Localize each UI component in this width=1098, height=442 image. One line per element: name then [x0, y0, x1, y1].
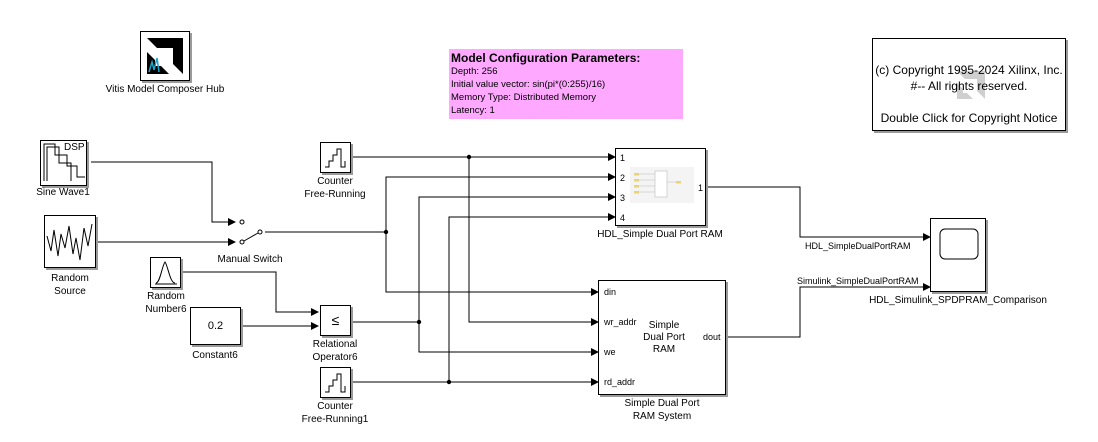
constant-value: 0.2	[207, 320, 224, 332]
wire-counter-to-wraddr	[468, 157, 599, 326]
random-signal-icon	[46, 223, 93, 261]
constant-label: Constant6	[192, 350, 238, 361]
junction-dot	[446, 379, 452, 385]
sys-port-rd-addr: rd_addr	[604, 377, 636, 387]
sine-dsp-icon	[43, 143, 85, 181]
random-number-icon	[155, 261, 177, 285]
hdl-subsystem-thumbnail-icon	[630, 167, 694, 203]
copyright-line-1: (c) Copyright 1995-2024 Xilinx, Inc.	[875, 63, 1063, 77]
config-row: Memory Type: Distributed Memory	[451, 92, 597, 103]
sys-ram-center-3: RAM	[652, 344, 676, 355]
sys-port-we: we	[604, 347, 616, 357]
junction-dot	[383, 229, 389, 235]
scope-screen-icon	[939, 228, 979, 260]
counter-1-label-2: Free-Running1	[301, 414, 369, 425]
constant-block[interactable]: 0.2	[190, 307, 241, 345]
counter-label-1: Counter	[317, 176, 353, 187]
hdl-ram-block[interactable]: 1 2 3 4 1	[615, 148, 706, 226]
wire-switch-to-hdl2	[385, 173, 616, 232]
sine-wave-block[interactable]: DSP	[40, 140, 87, 186]
wire-hdl-to-scope	[706, 186, 931, 241]
wire-sine-to-switch	[91, 161, 236, 226]
xilinx-watermark-icon	[957, 71, 985, 99]
wire-rel-to-we	[418, 322, 599, 356]
sine-dsp-text: DSP	[64, 142, 85, 153]
hdl-in-port-1: 1	[620, 153, 626, 163]
junction-dot	[416, 319, 422, 325]
sys-port-dout: dout	[703, 332, 721, 342]
sine-wave-label: Sine Wave1	[36, 187, 90, 198]
sys-port-wr-addr: wr_addr	[604, 317, 637, 327]
scope-label: HDL_Simulink_SPDPRAM_Comparison	[869, 295, 1047, 306]
manual-switch-icon	[239, 219, 263, 245]
sys-ram-block[interactable]: din wr_addr we rd_addr dout Simple Dual …	[598, 280, 726, 395]
random-source-block[interactable]	[44, 215, 96, 268]
signal-label-sim: Simulink_SimpleDualPortRAM	[797, 276, 919, 286]
random-number-block[interactable]	[150, 257, 181, 288]
hdl-out-port-1: 1	[698, 183, 704, 193]
counter-staircase-icon	[325, 148, 346, 168]
wire-randnum-to-rel	[181, 271, 319, 316]
relational-operator-block[interactable]: ≤	[320, 305, 351, 336]
wire-switch-to-din	[385, 232, 599, 296]
hdl-in-port-2: 2	[620, 173, 626, 183]
config-row: Depth: 256	[451, 66, 498, 77]
hdl-ram-label: HDL_Simple Dual Port RAM	[597, 229, 723, 240]
sys-port-din: din	[604, 287, 617, 297]
config-title: Model Configuration Parameters:	[451, 51, 641, 65]
sys-ram-center-2: Dual Port	[643, 332, 685, 343]
config-row: Initial value vector: sin(pi*(0:255)/16)	[451, 79, 606, 90]
xilinx-logo-icon	[141, 32, 189, 80]
scope-block[interactable]	[930, 218, 986, 292]
junction-dot	[466, 154, 472, 160]
config-row: Latency: 1	[451, 105, 495, 116]
wire-counter2-to-hdl4	[448, 213, 616, 382]
wire-rel-to-hdl3	[418, 193, 616, 322]
wire-sys-to-scope	[726, 283, 931, 338]
signal-label-hdl: HDL_SimpleDualPortRAM	[805, 241, 911, 251]
random-number-label-2: Number6	[145, 304, 187, 315]
counter-block[interactable]	[320, 142, 351, 173]
random-source-label-2: Source	[54, 286, 86, 297]
sys-ram-label-2: RAM System	[632, 411, 692, 422]
hdl-in-port-4: 4	[620, 213, 626, 223]
random-source-label-1: Random	[51, 273, 89, 284]
relational-label-1: Relational	[312, 339, 358, 350]
sys-ram-label-1: Simple Dual Port	[624, 398, 700, 409]
counter-staircase-icon	[325, 373, 346, 393]
relational-symbol: ≤	[331, 312, 340, 328]
model-config-annotation[interactable]: Model Configuration Parameters: Depth: 2…	[449, 49, 683, 119]
counter-1-block[interactable]	[320, 367, 351, 398]
sys-ram-center-1: Simple	[648, 320, 680, 331]
hdl-in-port-3: 3	[620, 193, 626, 203]
vitis-hub-block[interactable]	[140, 31, 190, 81]
counter-1-label-1: Counter	[317, 401, 353, 412]
copyright-block[interactable]: (c) Copyright 1995-2024 Xilinx, Inc. #--…	[872, 38, 1066, 131]
relational-label-2: Operator6	[312, 352, 358, 363]
vitis-hub-label: Vitis Model Composer Hub	[105, 84, 225, 95]
copyright-line-2: #-- All rights reserved.	[910, 79, 1028, 93]
counter-label-2: Free-Running	[304, 189, 366, 200]
random-number-label-1: Random	[147, 291, 185, 302]
manual-switch-label: Manual Switch	[217, 254, 283, 265]
copyright-line-3: Double Click for Copyright Notice	[880, 111, 1058, 125]
